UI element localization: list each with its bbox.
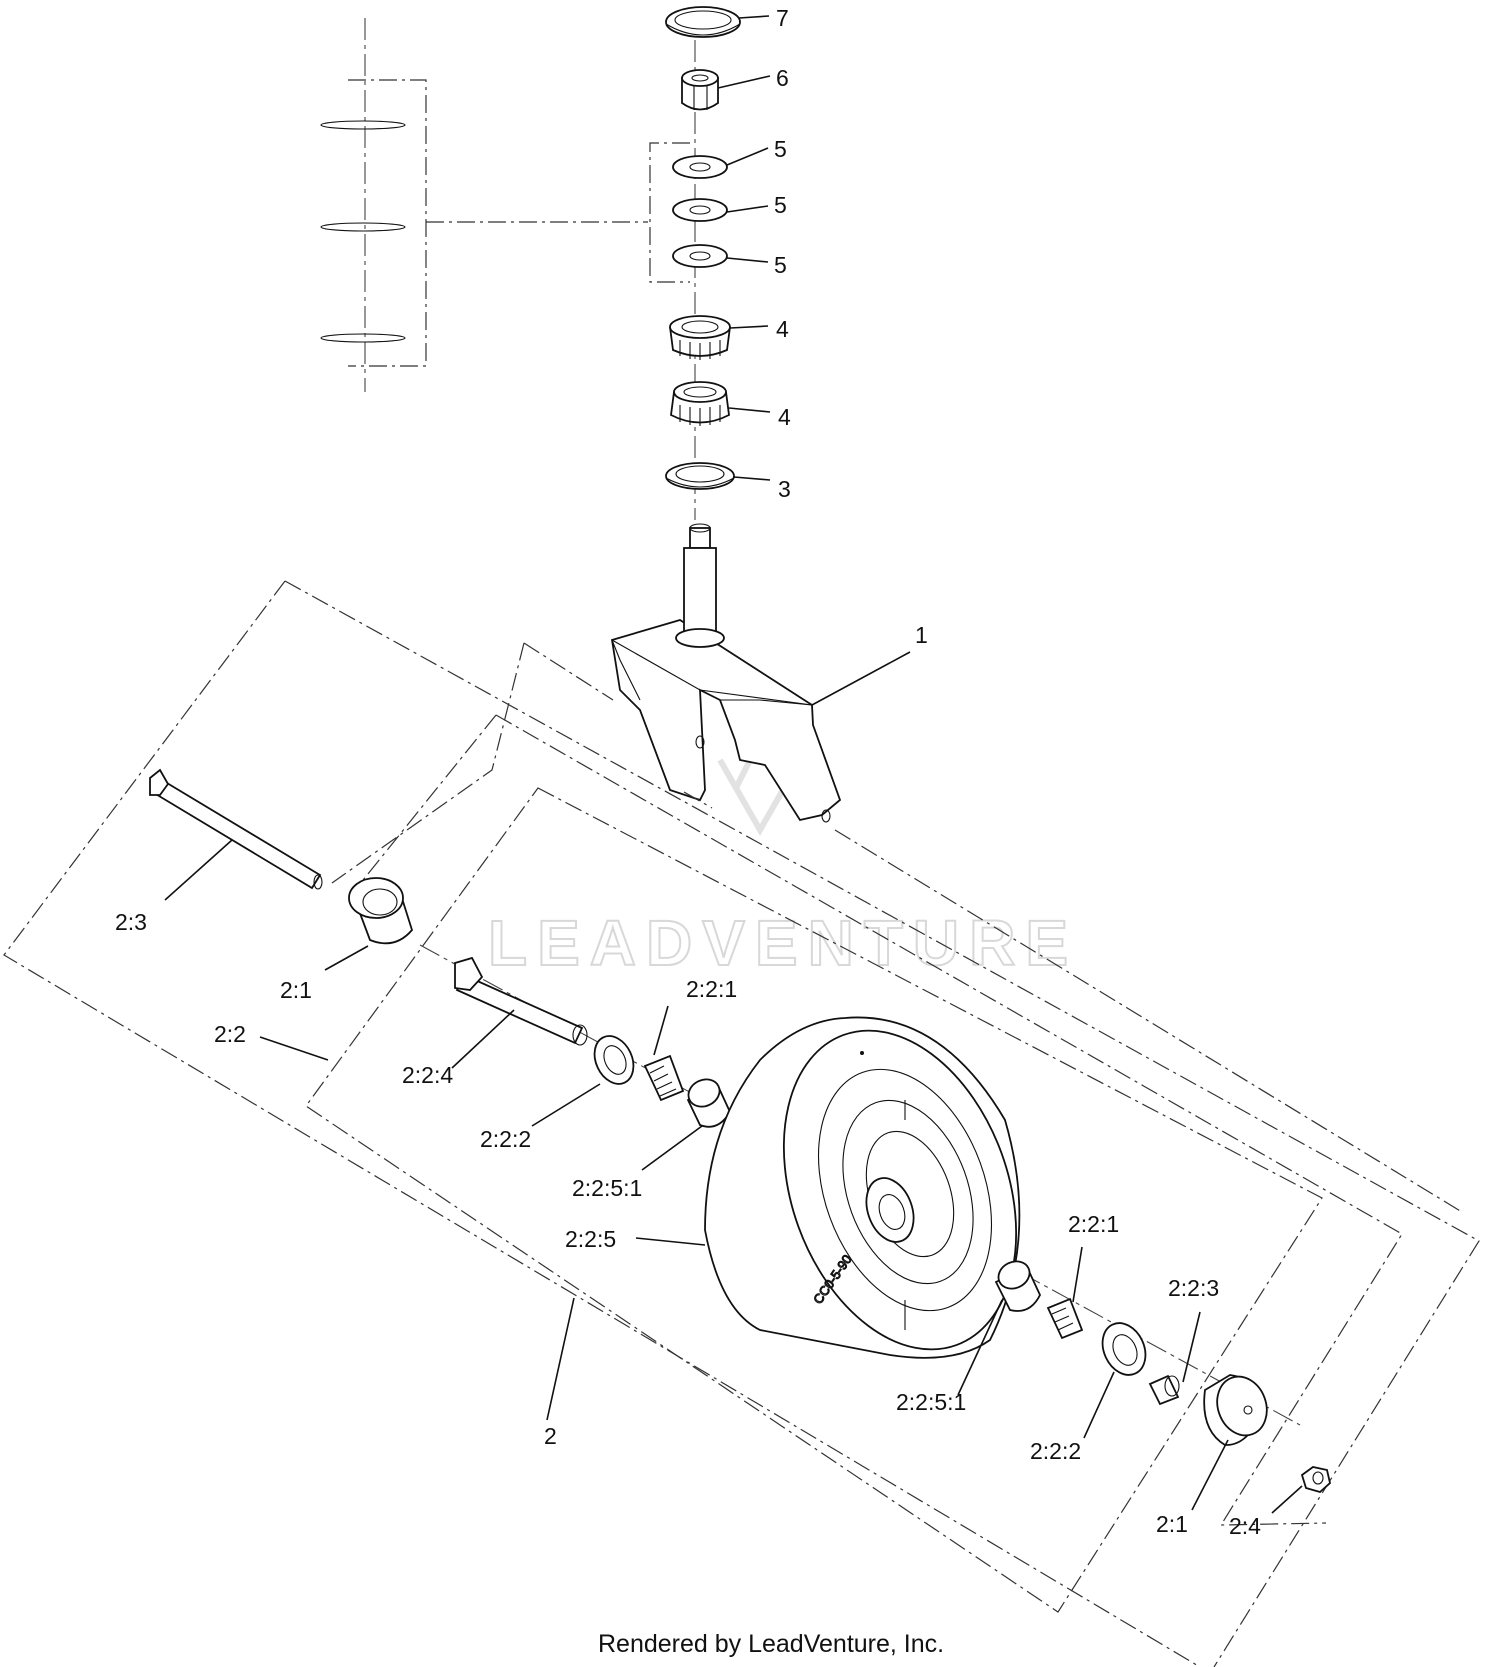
dust-cap-part-7: [665, 6, 741, 38]
cone-bearing-part-2-2-1-left: [643, 1054, 685, 1102]
spacer-part-2-1-left: [348, 877, 414, 945]
callout-2-1-left: 2:1: [280, 977, 312, 1003]
callout-5-b: 5: [774, 192, 787, 218]
washer-part-5-c: [672, 244, 728, 268]
callout-2-2-5-1-left: 2:2:5:1: [572, 1175, 642, 1201]
callout-2-2-2-right: 2:2:2: [1030, 1438, 1081, 1464]
callout-2-2-1-top: 2:2:1: [686, 976, 737, 1002]
callout-7: 7: [776, 5, 789, 31]
spacer-part-2-1-right: [1203, 1374, 1268, 1446]
sleeve-part-2-2-4: [454, 956, 588, 1046]
callout-2-2-4: 2:2:4: [402, 1062, 453, 1088]
callout-4-a: 4: [776, 316, 789, 342]
callout-2-4: 2:4: [1229, 1513, 1261, 1539]
callout-2-2: 2:2: [214, 1021, 246, 1047]
bearing-cup-part-2-2-2-left: [593, 1035, 635, 1085]
callout-2-2-3: 2:2:3: [1168, 1275, 1219, 1301]
watermark-text: LEADVENTURE: [488, 907, 1078, 979]
callout-2-2-5: 2:2:5: [565, 1226, 616, 1252]
callout-2: 2: [544, 1423, 557, 1449]
wheel-tire-part-2-2-5: CC0-5-90: [704, 1016, 1021, 1359]
leader-lines: [164, 15, 1303, 1514]
watermark: LEADVENTURE: [487, 733, 1078, 980]
callout-labels: 7 6 5 5 5 4 4 3 1 2:3 2:1 2:2 2:2:4 2:2:…: [115, 5, 1261, 1539]
bearing-part-4-b: [670, 381, 730, 426]
assembly-phantom-outlines: [3, 580, 1480, 1667]
bearing-part-4-a: [669, 315, 731, 360]
wheel-axis: [419, 944, 1301, 1426]
callout-2-2-2-left: 2:2:2: [480, 1126, 531, 1152]
bearing-cup-part-2-2-2-right: [1101, 1322, 1147, 1376]
shim-side-view: [320, 18, 690, 392]
axle-bolt-part-2-3: [149, 768, 323, 890]
caster-fork-part-1: [610, 523, 842, 823]
callout-3: 3: [778, 476, 791, 502]
washer-part-5-a: [672, 155, 728, 179]
callout-4-b: 4: [778, 404, 791, 430]
callout-1: 1: [915, 622, 928, 648]
bearing-race-part-2-2-5-1-right: [994, 1260, 1041, 1312]
callout-5-c: 5: [774, 252, 787, 278]
footer-credit: Rendered by LeadVenture, Inc.: [598, 1630, 944, 1658]
callout-2-1-right: 2:1: [1156, 1511, 1188, 1537]
nut-part-2-4: [1300, 1466, 1331, 1494]
callout-2-2-1-right: 2:2:1: [1068, 1211, 1119, 1237]
seal-part-3: [665, 462, 735, 490]
callout-5-a: 5: [774, 136, 787, 162]
callout-6: 6: [776, 65, 789, 91]
callout-2-3: 2:3: [115, 909, 147, 935]
bushing-part-2-2-3: [1148, 1374, 1180, 1406]
cone-bearing-part-2-2-1-right: [1046, 1297, 1084, 1340]
nut-part-6: [681, 69, 719, 111]
bearing-race-part-2-2-5-1-left: [686, 1078, 732, 1128]
washer-part-5-b: [672, 198, 728, 222]
callout-2-2-5-1-right: 2:2:5:1: [896, 1389, 966, 1415]
